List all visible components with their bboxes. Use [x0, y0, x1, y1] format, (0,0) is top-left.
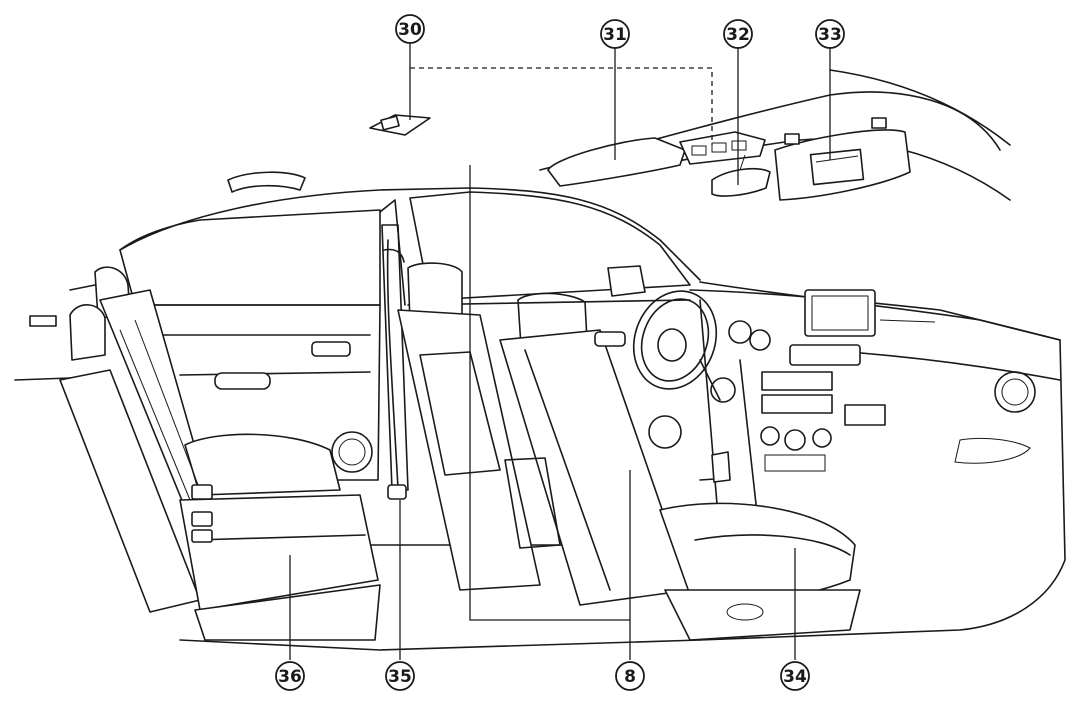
rear-door-window	[119, 199, 406, 306]
side-mirror	[607, 265, 646, 297]
map-light	[369, 114, 431, 136]
rearview-mirror	[711, 154, 771, 197]
front-seat	[499, 292, 861, 641]
callout-34-label: 34	[783, 667, 807, 687]
callout-32: 32	[723, 19, 753, 49]
callout-36-label: 36	[278, 667, 302, 687]
callout-8-label: 8	[624, 667, 636, 687]
callout-31-label: 31	[603, 25, 627, 45]
callout-32-label: 32	[726, 25, 750, 45]
callout-33-label: 33	[818, 25, 842, 45]
overhead-console	[679, 131, 766, 165]
callout-30-label: 30	[398, 20, 422, 40]
callout-34: 34	[780, 661, 810, 691]
front-door-panel	[397, 262, 731, 591]
dashboard	[689, 289, 1061, 546]
steering-wheel	[632, 290, 771, 403]
sunvisor-left	[547, 137, 686, 187]
callout-8: 8	[615, 661, 645, 691]
callout-31: 31	[600, 19, 630, 49]
rear-seat	[14, 266, 381, 641]
leader-lines	[289, 42, 831, 660]
front-door-window	[409, 191, 691, 301]
callout-35: 35	[385, 661, 415, 691]
callout-36: 36	[275, 661, 305, 691]
callout-33: 33	[815, 19, 845, 49]
grab-handle	[227, 171, 306, 193]
sunvisor-right	[774, 117, 911, 201]
callout-30: 30	[395, 14, 425, 44]
b-pillar-seatbelt	[381, 224, 409, 500]
callout-35-label: 35	[388, 667, 412, 687]
